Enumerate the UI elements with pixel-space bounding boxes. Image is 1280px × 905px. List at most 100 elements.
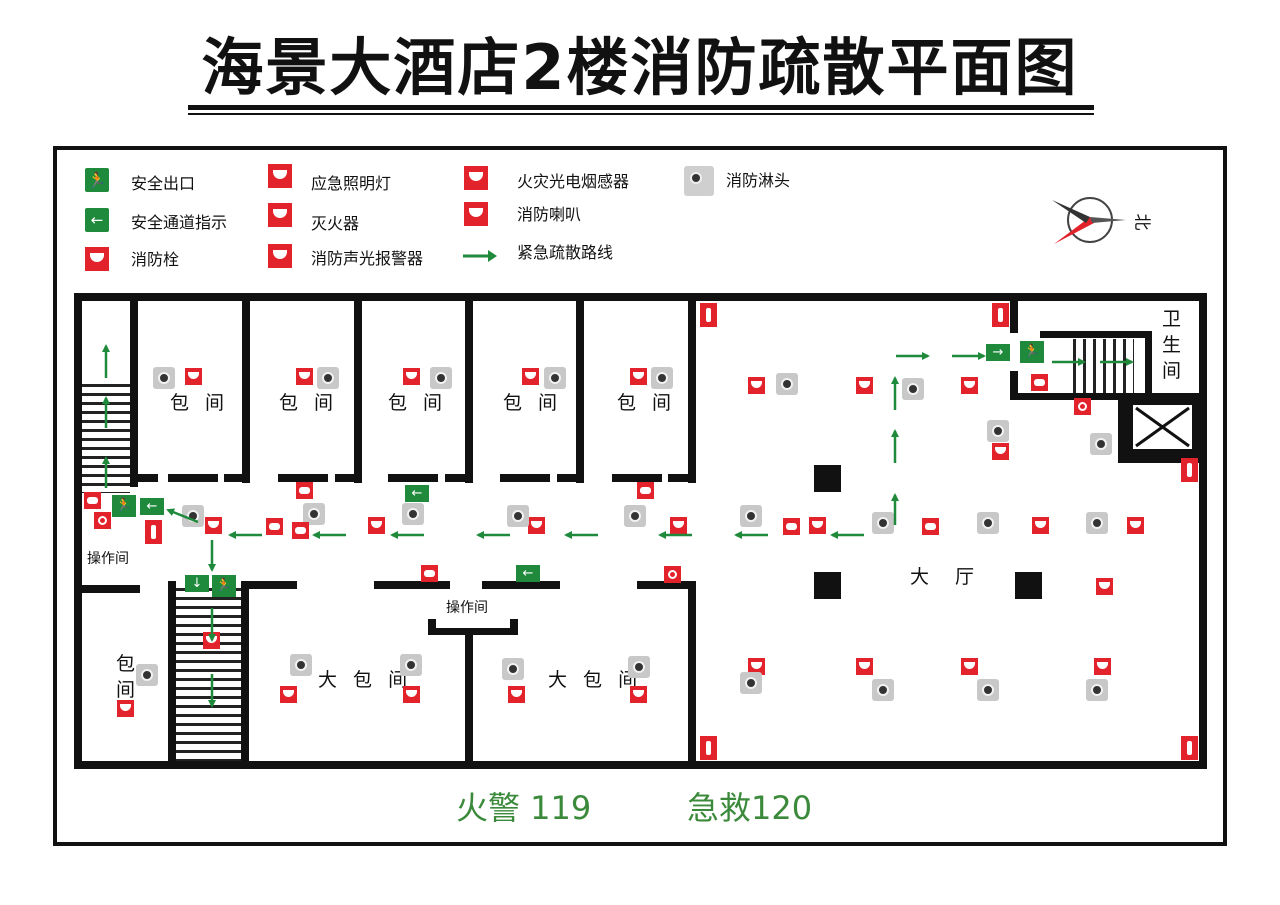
legend-exit-direction-label: 安全通道指示: [131, 213, 228, 232]
smoke-detector-icon: [522, 368, 539, 385]
smoke-detector-icon: [1032, 517, 1049, 534]
sprinkler-icon: [1086, 679, 1108, 701]
ambulance-emergency-number: 急救120: [687, 789, 813, 827]
sprinkler-icon: [502, 658, 524, 680]
emergency-light-icon: [296, 482, 313, 499]
private-room-label: 包 间: [503, 392, 563, 414]
sprinkler-icon: [317, 367, 339, 389]
smoke-detector-icon: [961, 377, 978, 394]
private-room-label: 包 间: [388, 392, 448, 414]
speaker-icon: [922, 518, 939, 535]
hydrant-icon: [94, 512, 111, 529]
sprinkler-icon: [182, 505, 204, 527]
sprinkler-icon: [872, 512, 894, 534]
hall-pillar: [1015, 572, 1042, 599]
private-room-label: 包 间: [279, 392, 339, 414]
extinguisher-icon: [700, 736, 717, 760]
sprinkler-icon: [977, 512, 999, 534]
exit-icon: 🏃: [85, 168, 109, 192]
exit-direction-icon: →: [986, 344, 1010, 361]
sprinkler-icon: [628, 656, 650, 678]
smoke-detector-icon: [403, 686, 420, 703]
alarm-icon: [292, 522, 309, 539]
smoke-detector-icon: [1094, 658, 1111, 675]
emergency-light-icon: [1031, 374, 1048, 391]
smoke-detector-icon: [205, 517, 222, 534]
sprinkler-icon: [977, 679, 999, 701]
exit-icon: 🏃: [112, 495, 136, 517]
exit-icon: 🏃: [212, 575, 236, 597]
smoke-detector-icon: [296, 368, 313, 385]
sprinkler-icon: [902, 378, 924, 400]
alarm-icon: [268, 244, 292, 268]
smoke-detector-icon: [630, 368, 647, 385]
smoke-detector-icon: [1127, 517, 1144, 534]
title-underline-thin: [188, 113, 1094, 115]
operation-room-label: 操作间: [87, 548, 129, 568]
legend-speaker-label: 消防喇叭: [517, 205, 582, 224]
stairs-lower: [176, 582, 241, 761]
legend-alarm-label: 消防声光报警器: [311, 249, 424, 268]
private-room-lower-label: 包 间: [116, 653, 136, 701]
smoke-detector-icon: [117, 700, 134, 717]
smoke-detector-icon: [856, 658, 873, 675]
legend-smoke-detector-label: 火灾光电烟感器: [517, 172, 630, 191]
smoke-detector-icon: [856, 377, 873, 394]
extinguisher-icon: [145, 520, 162, 544]
sprinkler-icon: [740, 505, 762, 527]
speaker-icon: [266, 518, 283, 535]
exit-direction-icon: ←: [405, 485, 429, 502]
emergency-light-icon: [637, 482, 654, 499]
sprinkler-icon: [507, 505, 529, 527]
speaker-icon: [464, 202, 488, 226]
smoke-detector-icon: [508, 686, 525, 703]
smoke-detector-icon: [961, 658, 978, 675]
hall-pillar: [814, 465, 841, 492]
sprinkler-icon: [402, 503, 424, 525]
sprinkler-icon: [740, 672, 762, 694]
smoke-detector-icon: [368, 517, 385, 534]
smoke-detector-icon: [670, 517, 687, 534]
smoke-detector-icon: [464, 166, 488, 190]
fire-emergency-number: 火警 119: [456, 789, 592, 827]
emergency-light-icon: [421, 565, 438, 582]
legend-extinguisher-label: 灭火器: [311, 214, 360, 233]
page-title: 海景大酒店2楼消防疏散平面图: [201, 31, 1079, 104]
smoke-detector-icon: [528, 517, 545, 534]
compass-icon: [1052, 197, 1126, 244]
smoke-detector-icon: [403, 368, 420, 385]
exit-icon: 🏃: [1020, 341, 1044, 363]
extinguisher-icon: [1181, 736, 1198, 760]
extinguisher-icon: [700, 303, 717, 327]
sprinkler-icon: [776, 373, 798, 395]
smoke-detector-icon: [185, 368, 202, 385]
hydrant-icon: [1074, 398, 1091, 415]
smoke-detector-icon: [630, 686, 647, 703]
hydrant-icon: [85, 247, 109, 271]
sprinkler-icon: [136, 664, 158, 686]
large-private-room-label: 大 包 间: [318, 669, 413, 691]
operation-room-center-label: 操作间: [446, 597, 488, 617]
hall-pillar: [814, 572, 841, 599]
evacuation-route-icon: [463, 250, 497, 262]
smoke-detector-icon: [809, 517, 826, 534]
hall-label: 大 厅: [910, 566, 985, 588]
sprinkler-icon: [303, 503, 325, 525]
legend-emergency-light-label: 应急照明灯: [311, 174, 392, 193]
sprinkler-icon: [400, 654, 422, 676]
emergency-light-icon: [84, 492, 101, 509]
smoke-detector-icon: [280, 686, 297, 703]
exit-direction-icon: ←: [516, 565, 540, 582]
large-private-room-label: 大 包 间: [548, 669, 643, 691]
exit-direction-icon: ←: [85, 208, 109, 232]
legend-exit-label: 安全出口: [131, 174, 196, 193]
sprinkler-icon: [290, 654, 312, 676]
title-underline: [188, 105, 1094, 110]
smoke-detector-icon: [992, 443, 1009, 460]
sprinkler-icon: [987, 420, 1009, 442]
extinguisher-icon: [992, 303, 1009, 327]
restroom-label: 卫 生 间: [1162, 308, 1182, 382]
extinguisher-icon: [1181, 458, 1198, 482]
smoke-detector-icon: [748, 377, 765, 394]
